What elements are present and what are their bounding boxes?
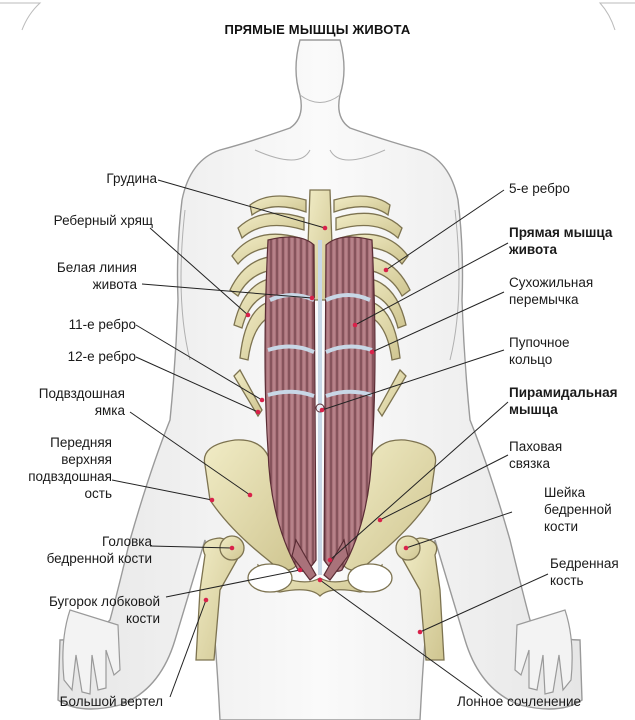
label-line: Бедренная — [550, 555, 619, 572]
label-line: Паховая — [509, 438, 562, 455]
label-line: мышца — [509, 401, 618, 418]
label-line: Пупочное — [509, 334, 569, 351]
label-line: Белая линия — [57, 259, 137, 276]
label-rib-12: 12-е ребро — [68, 348, 136, 365]
label-line: подвздошная — [28, 468, 112, 485]
label-line: Пирамидальная — [509, 384, 618, 401]
label-line: Подвздошная — [39, 385, 125, 402]
label-line: Бугорок лобковой — [49, 593, 160, 610]
label-rib-5: 5-е ребро — [509, 180, 570, 197]
label-line: Прямая мышца — [509, 224, 612, 241]
label-line: живота — [57, 276, 137, 293]
label-line: Реберный хрящ — [54, 212, 153, 229]
label-line: Сухожильная — [509, 274, 593, 291]
label-line: связка — [509, 455, 562, 472]
label-line: кость — [550, 572, 619, 589]
label-line: Грудина — [106, 170, 157, 187]
label-line: кости — [544, 518, 612, 535]
label-greater-trochanter: Большой вертел — [60, 693, 163, 710]
label-line: бедренной кости — [47, 550, 152, 567]
label-rib-11: 11-е ребро — [69, 316, 136, 333]
label-line: 12-е ребро — [68, 348, 136, 365]
label-costal-cartilage: Реберный хрящ — [54, 212, 153, 229]
label-sternum: Грудина — [106, 170, 157, 187]
label-line: Большой вертел — [60, 693, 163, 710]
label-line: Лонное сочленение — [457, 693, 581, 710]
label-line: Шейка — [544, 484, 612, 501]
label-line: Головка — [47, 533, 152, 550]
label-line: 11-е ребро — [69, 316, 136, 333]
label-line: живота — [509, 241, 612, 258]
label-pubic-symphysis: Лонное сочленение — [457, 693, 581, 710]
label-line: ость — [28, 485, 112, 502]
label-line: Передняя — [28, 434, 112, 451]
label-line: кости — [49, 610, 160, 627]
label-line: перемычка — [509, 291, 593, 308]
diagram-title: ПРЯМЫЕ МЫШЦЫ ЖИВОТА — [0, 22, 635, 37]
label-line: бедренной — [544, 501, 612, 518]
label-line: кольцо — [509, 351, 569, 368]
label-line: 5-е ребро — [509, 180, 570, 197]
label-line: верхняя — [28, 451, 112, 468]
label-line: ямка — [39, 402, 125, 419]
